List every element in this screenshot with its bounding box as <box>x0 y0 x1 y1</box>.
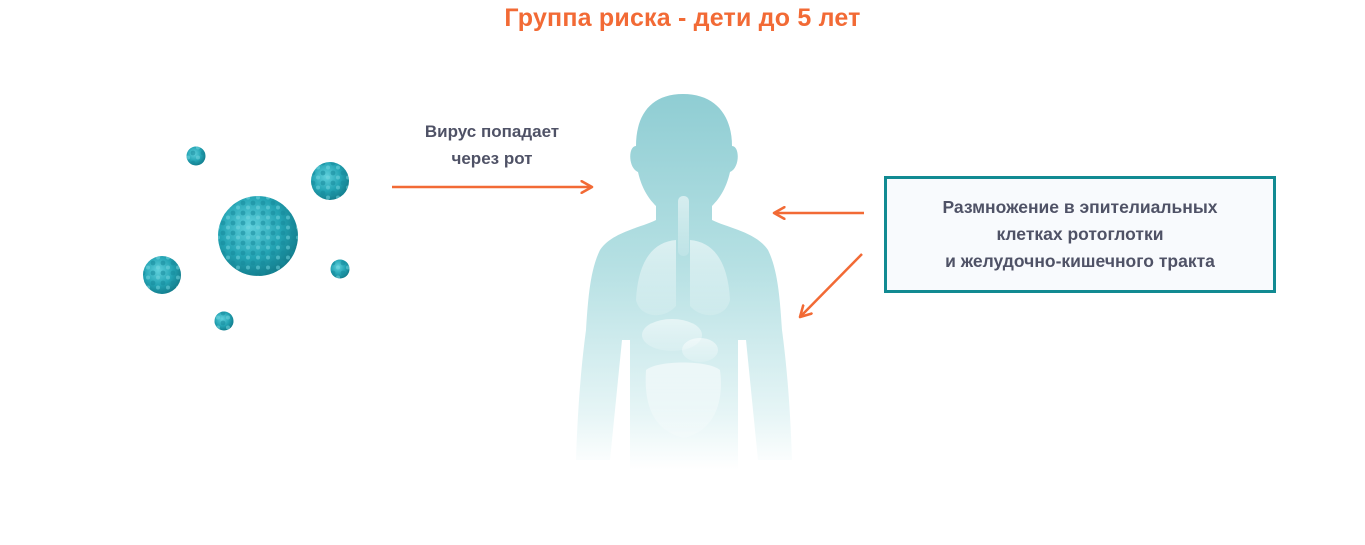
replication-text-line3: и желудочно-кишечного тракта <box>945 251 1215 271</box>
virus-entry-label: Вирус попадает через рот <box>392 118 592 172</box>
internal-organs <box>636 196 730 438</box>
virus-particles <box>143 146 350 331</box>
replication-arrow-lower <box>800 253 863 317</box>
virus-medium-left <box>143 256 181 294</box>
replication-info-box: Размножение в эпителиальных клетках рото… <box>884 176 1276 293</box>
virus-medium-right <box>311 162 349 200</box>
virus-small-bottom <box>214 311 234 331</box>
virus-large <box>218 196 298 276</box>
virus-entry-label-line2: через рот <box>451 149 533 168</box>
virus-entry-label-line1: Вирус попадает <box>424 122 560 141</box>
diagram-title: Группа риска - дети до 5 лет <box>504 4 861 32</box>
replication-text-line1: Размножение в эпителиальных <box>942 197 1218 217</box>
virus-small-top <box>186 146 206 166</box>
virus-small-right <box>330 259 350 279</box>
child-silhouette <box>576 94 792 470</box>
replication-text-line2: клетках ротоглотки <box>996 224 1164 244</box>
